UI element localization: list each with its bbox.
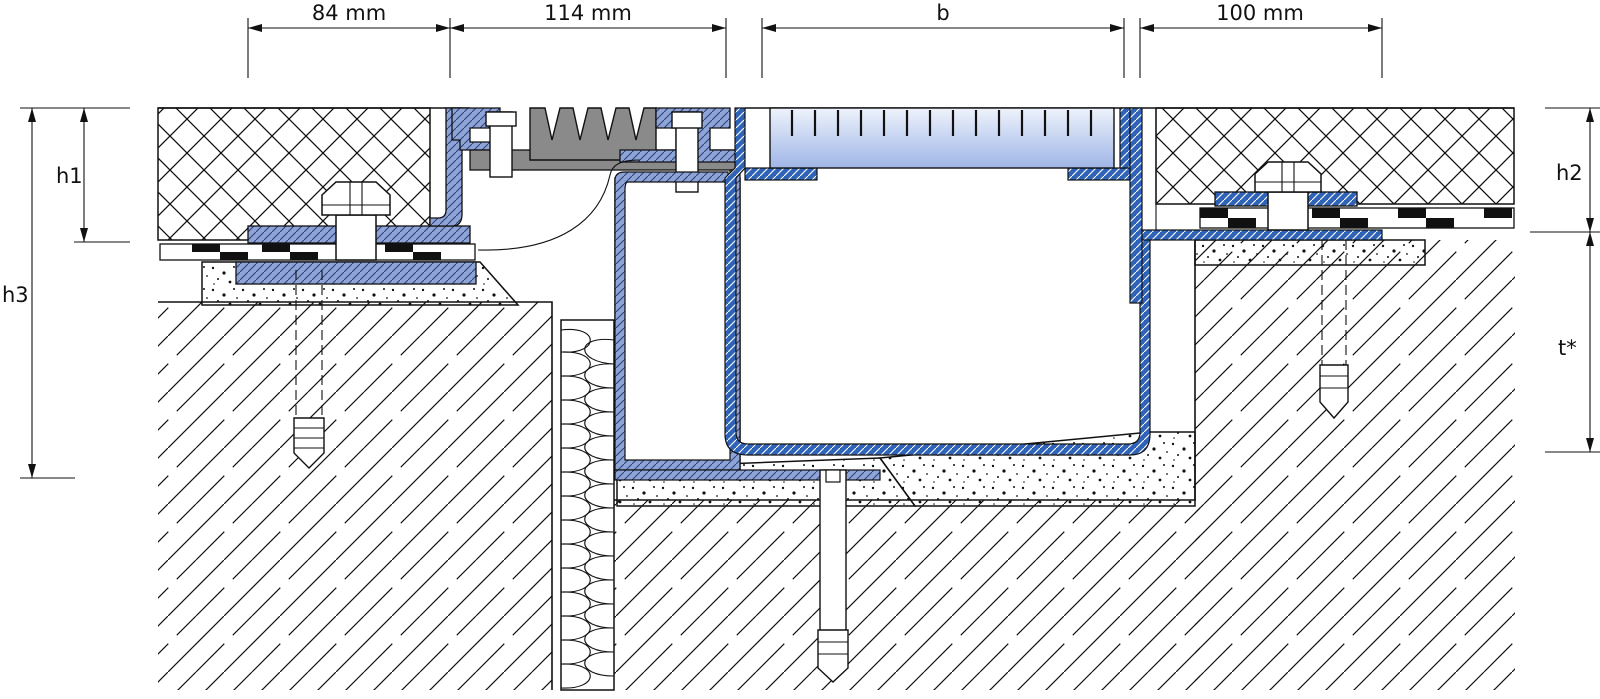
left-channel-box: [614, 169, 881, 481]
center-clamp-profile: [619, 107, 741, 193]
dimension-lines: [20, 18, 1600, 479]
floor-covering: [157, 107, 1515, 241]
dimension-label-t-star: t*: [1558, 336, 1577, 360]
dimension-label-h2: h2: [1556, 161, 1583, 185]
main-drain-channel: [724, 107, 1383, 456]
dimension-label-100mm: 100 mm: [1216, 1, 1304, 25]
right-anchor-flange: [1199, 161, 1515, 231]
right-anchor-bolt: [1319, 240, 1349, 420]
left-anchor-bolt: [293, 270, 325, 469]
drain-wire: [477, 159, 641, 251]
slotted-grating: [769, 107, 1115, 169]
dimension-label-h3: h3: [2, 283, 29, 307]
left-anchor-flange: [159, 107, 477, 285]
joint-filler-insulation: [560, 319, 615, 691]
dimension-label-114mm: 114 mm: [544, 1, 632, 25]
concrete-substrate: [158, 240, 1515, 690]
dimension-label-h1: h1: [56, 164, 83, 188]
center-anchor-bolt: [817, 469, 849, 683]
dimension-label-b: b: [936, 1, 949, 25]
dimension-label-84mm: 84 mm: [312, 1, 386, 25]
